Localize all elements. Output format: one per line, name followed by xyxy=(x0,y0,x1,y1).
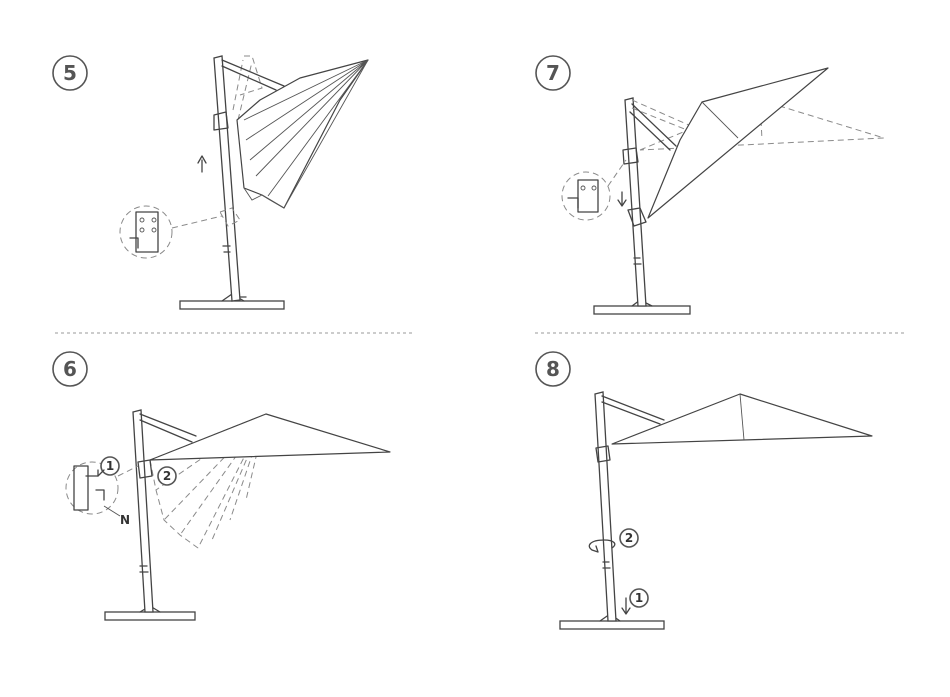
svg-text:7: 7 xyxy=(546,61,560,85)
step-8-panel: 8 2 1 xyxy=(536,352,872,629)
umbrella-pole xyxy=(625,98,646,306)
label-leader xyxy=(104,506,120,516)
svg-text:6: 6 xyxy=(63,357,77,381)
umbrella-pole xyxy=(133,410,153,612)
rotate-arrowhead xyxy=(592,546,598,552)
svg-text:2: 2 xyxy=(163,469,171,483)
umbrella-arm xyxy=(602,396,664,424)
zoom-callout-crank xyxy=(120,206,222,258)
umbrella-arm xyxy=(222,60,284,90)
umbrella-pole xyxy=(595,392,616,621)
umbrella-canopy xyxy=(150,414,390,460)
callout-2: 2 xyxy=(620,529,638,547)
svg-text:8: 8 xyxy=(546,357,560,381)
svg-text:1: 1 xyxy=(635,591,643,605)
umbrella-pole xyxy=(214,56,240,301)
arrow-up-icon xyxy=(198,156,206,172)
callout-1: 1 xyxy=(630,589,648,607)
step-number-badge: 7 xyxy=(536,56,570,90)
svg-text:2: 2 xyxy=(625,531,633,545)
step-5-panel: 5 xyxy=(53,56,368,309)
umbrella-canopy xyxy=(237,60,368,208)
umbrella-canopy xyxy=(648,68,828,218)
step-number-badge: 8 xyxy=(536,352,570,386)
callout-2: 2 xyxy=(158,467,176,485)
step-6-panel: 6 2 1 xyxy=(53,352,390,620)
svg-text:1: 1 xyxy=(106,459,114,473)
callout-1: 1 xyxy=(101,457,119,475)
umbrella-arm xyxy=(630,104,676,150)
umbrella-arm xyxy=(140,414,196,442)
part-label-n: N xyxy=(120,513,130,527)
arrow-down-icon xyxy=(618,192,626,206)
step-number-badge: 6 xyxy=(53,352,87,386)
arrow-down-icon xyxy=(622,598,630,614)
step-7-panel: 7 xyxy=(536,56,884,314)
arrow-icon xyxy=(98,470,104,476)
zoom-callout-crank xyxy=(562,160,626,220)
svg-text:5: 5 xyxy=(63,61,77,85)
step-number-badge: 5 xyxy=(53,56,87,90)
umbrella-canopy xyxy=(612,394,872,444)
